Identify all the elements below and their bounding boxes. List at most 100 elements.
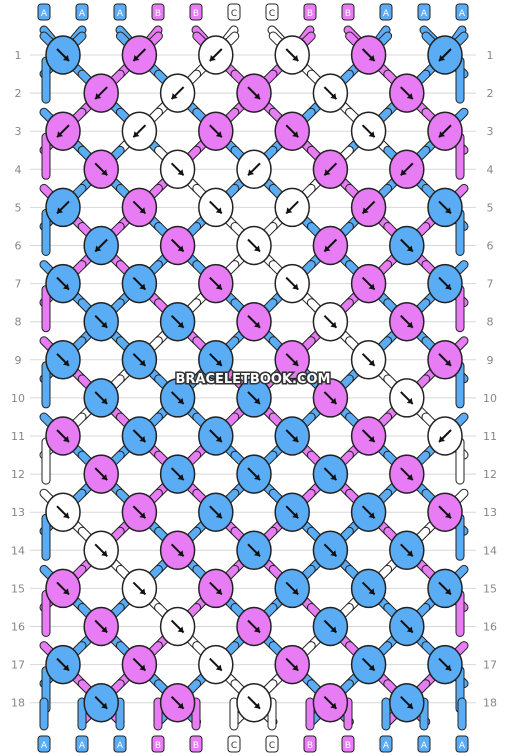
string-label-top: A	[79, 9, 86, 19]
row-number-left: 2	[15, 87, 22, 100]
string-label-top-tag	[151, 3, 165, 21]
knot-arrow-icon	[400, 695, 414, 710]
knot-arrow-icon	[361, 48, 376, 62]
string-label-top-tag	[113, 3, 127, 21]
row-number-left: 16	[11, 621, 25, 634]
knot-arrow-icon	[247, 695, 261, 710]
knot-arrow-icon	[170, 391, 185, 405]
string-label-top: B	[193, 9, 199, 19]
row-number-left: 3	[15, 125, 22, 138]
knot-arrow-icon	[132, 581, 147, 596]
string-label-top-tag	[37, 3, 51, 21]
knot-arrow-icon	[438, 48, 452, 62]
row-number-left: 8	[15, 316, 22, 329]
knot-arrow-icon	[247, 86, 261, 100]
knot-arrow-icon	[170, 543, 185, 558]
knot-arrow-icon	[247, 238, 261, 253]
knot-arrow-icon	[94, 619, 108, 634]
knot-arrow-icon	[400, 86, 414, 100]
row-number-right: 15	[483, 582, 497, 595]
string-label-bottom: B	[155, 741, 161, 751]
knot-arrow-icon	[323, 619, 338, 634]
knot-arrow-icon	[56, 505, 70, 519]
knot-arrow-icon	[94, 543, 108, 558]
knot-arrow-icon	[361, 657, 376, 672]
knot-arrow-icon	[285, 353, 299, 367]
string-label-top: A	[459, 9, 466, 19]
knot-arrow-icon	[247, 162, 261, 177]
knot-arrow-icon	[56, 200, 70, 215]
string-label-bottom-tag	[37, 735, 51, 753]
row-number-right: 2	[487, 87, 494, 100]
string-label-top: A	[41, 9, 48, 19]
row-number-right: 5	[487, 201, 494, 214]
knot-arrow-icon	[400, 391, 414, 405]
row-number-left: 6	[15, 240, 22, 253]
knot-arrow-icon	[285, 200, 299, 215]
string-label-bottom: A	[459, 741, 466, 751]
string-label-bottom: B	[307, 741, 313, 751]
row-number-left: 11	[11, 430, 25, 443]
string-label-bottom: A	[383, 741, 390, 751]
row-number-right: 7	[487, 278, 494, 291]
knot-arrow-icon	[323, 695, 338, 710]
knot-arrow-icon	[94, 391, 108, 405]
knot-arrow-icon	[438, 429, 452, 443]
string-label-top: B	[155, 9, 161, 19]
row-number-left: 13	[11, 506, 25, 519]
knot-arrow-icon	[285, 124, 299, 138]
string-label-bottom-tag	[265, 735, 279, 753]
knot-arrow-icon	[247, 467, 261, 481]
string-label-bottom: B	[193, 741, 199, 751]
knot-arrow-icon	[170, 238, 185, 253]
knot-arrow-icon	[361, 429, 376, 443]
string-label-bottom-tag	[227, 735, 241, 753]
knot-arrow-icon	[209, 657, 223, 672]
knot-arrow-icon	[56, 353, 70, 367]
knot-arrow-icon	[56, 657, 70, 672]
knot-arrow-icon	[361, 124, 376, 138]
string-label-top-tag	[75, 3, 89, 21]
string-label-bottom: A	[117, 741, 124, 751]
knot-arrow-icon	[209, 124, 223, 138]
knot-arrow-icon	[209, 200, 223, 215]
knot-arrow-icon	[94, 238, 108, 253]
row-number-left: 14	[11, 544, 25, 557]
string-label-top-tag	[227, 3, 241, 21]
knot-arrow-icon	[132, 48, 147, 62]
knot-arrow-icon	[285, 581, 299, 596]
knot-arrow-icon	[94, 467, 108, 481]
string-label-top: C	[269, 9, 275, 19]
row-number-left: 5	[15, 201, 22, 214]
knot-arrow-icon	[132, 200, 147, 215]
knot-arrow-icon	[285, 505, 299, 519]
knot-arrow-icon	[361, 276, 376, 291]
knot-arrow-icon	[438, 276, 452, 291]
row-number-right: 4	[487, 163, 494, 176]
string-label-top: A	[421, 9, 428, 19]
knot-arrow-icon	[323, 238, 338, 253]
knot-arrow-icon	[132, 124, 147, 138]
knot-arrow-icon	[209, 581, 223, 596]
knot-arrow-icon	[285, 657, 299, 672]
knot-arrow-icon	[247, 391, 261, 405]
knot-arrow-icon	[400, 467, 414, 481]
row-number-right: 9	[487, 354, 494, 367]
knot-arrow-icon	[132, 353, 147, 367]
knot-arrow-icon	[361, 581, 376, 596]
row-number-right: 17	[483, 659, 497, 672]
knot-arrow-icon	[56, 124, 70, 138]
row-number-left: 18	[11, 697, 25, 710]
row-number-left: 9	[15, 354, 22, 367]
string-label-top: A	[117, 9, 124, 19]
knot-arrow-icon	[94, 86, 108, 100]
string-label-top: B	[307, 9, 313, 19]
knot-arrow-icon	[247, 314, 261, 329]
string-label-bottom: C	[269, 741, 275, 751]
knot-arrow-icon	[400, 162, 414, 177]
knot-arrow-icon	[323, 162, 338, 177]
knot-arrow-icon	[438, 505, 452, 519]
knot-arrow-icon	[170, 86, 185, 100]
